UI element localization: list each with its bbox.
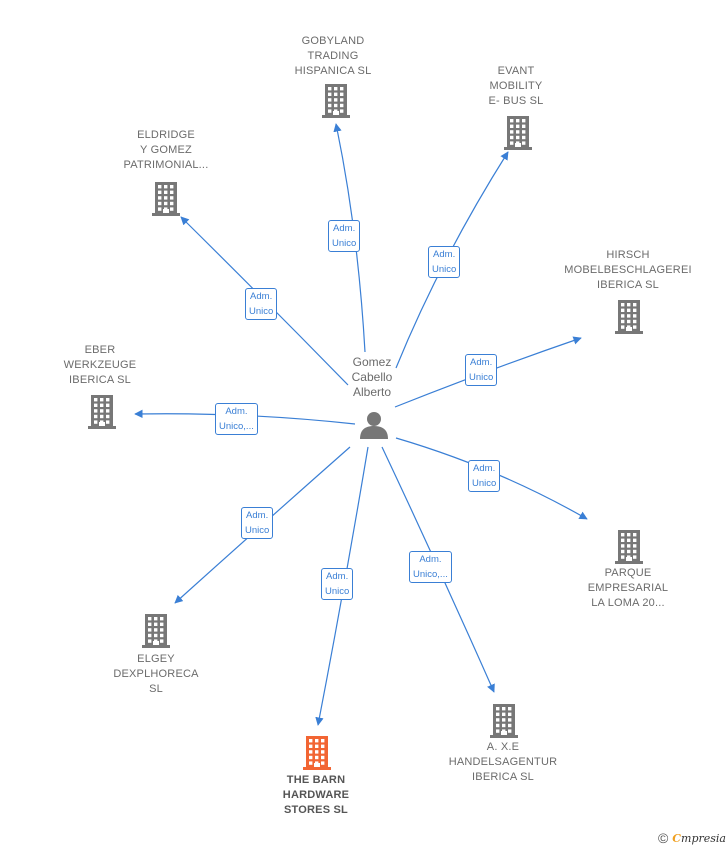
- company-label-eldridge[interactable]: ELDRIDGE Y GOMEZ PATRIMONIAL...: [123, 129, 209, 171]
- role-label-hirsch[interactable]: Adm. Unico: [465, 354, 498, 386]
- building-icon[interactable]: [301, 734, 333, 770]
- company-label-axe[interactable]: A. X.E HANDELSAGENTUR IBERICA SL: [448, 741, 558, 783]
- building-icon[interactable]: [502, 114, 534, 150]
- copyright-icon: ©: [657, 830, 669, 846]
- building-icon[interactable]: [86, 393, 118, 429]
- role-label-gobyland[interactable]: Adm. Unico: [328, 220, 361, 252]
- building-icon[interactable]: [320, 82, 352, 118]
- center-person-label[interactable]: Gomez Cabello Alberto: [351, 355, 393, 399]
- company-label-eber[interactable]: EBER WERKZEUGE IBERICA SL: [63, 344, 137, 386]
- building-icon[interactable]: [140, 612, 172, 648]
- role-label-elgey[interactable]: Adm. Unico: [241, 507, 274, 539]
- building-icon[interactable]: [150, 180, 182, 216]
- building-icon[interactable]: [488, 702, 520, 738]
- building-icon[interactable]: [613, 298, 645, 334]
- role-label-barn[interactable]: Adm. Unico: [321, 568, 354, 600]
- role-label-eldridge[interactable]: Adm. Unico: [245, 288, 278, 320]
- brand-logo[interactable]: Cmpresia: [672, 831, 726, 845]
- company-label-elgey[interactable]: ELGEY DEXPLHORECA SL: [113, 653, 199, 695]
- company-label-parque[interactable]: PARQUE EMPRESARIAL LA LOMA 20...: [587, 567, 669, 609]
- company-label-evant[interactable]: EVANT MOBILITY E- BUS SL: [488, 65, 544, 107]
- role-label-parque[interactable]: Adm. Unico: [468, 460, 501, 492]
- footer-brand: © Cmpresia: [658, 830, 726, 846]
- role-label-evant[interactable]: Adm. Unico: [428, 246, 461, 278]
- building-icon[interactable]: [613, 528, 645, 564]
- person-icon[interactable]: [358, 408, 390, 440]
- company-label-hirsch[interactable]: HIRSCH MOBELBESCHLAGEREI IBERICA SL: [564, 249, 692, 291]
- company-label-gobyland[interactable]: GOBYLAND TRADING HISPANICA SL: [294, 35, 372, 77]
- role-label-axe[interactable]: Adm. Unico,...: [409, 551, 452, 583]
- company-label-barn[interactable]: THE BARN HARDWARE STORES SL: [282, 774, 350, 816]
- role-label-eber[interactable]: Adm. Unico,...: [215, 403, 258, 435]
